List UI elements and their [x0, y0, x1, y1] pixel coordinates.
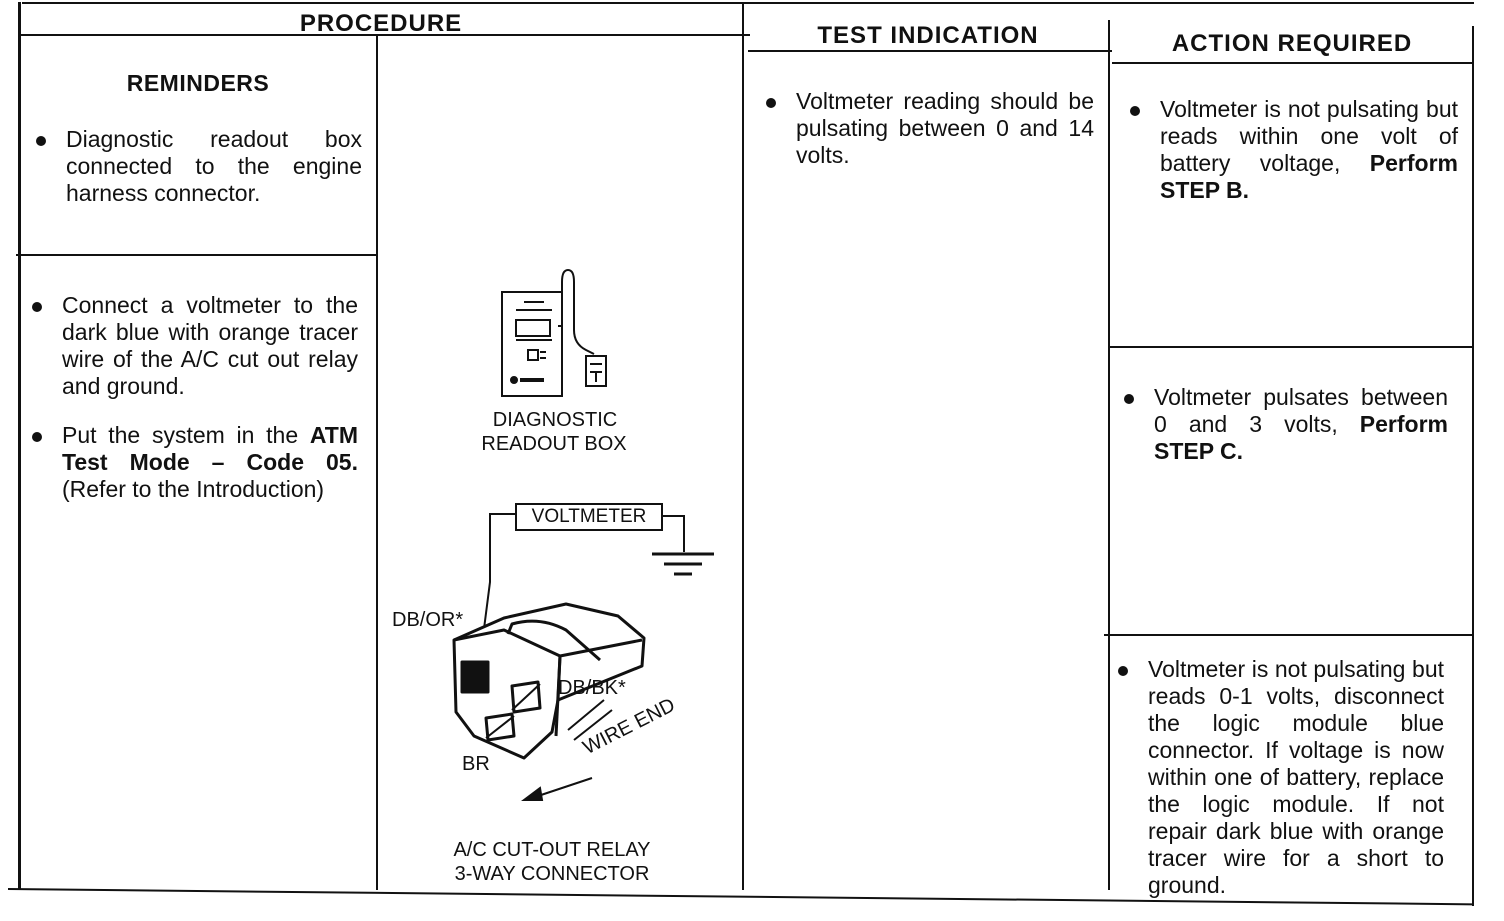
- procedure-step-text: Put the system in the: [62, 422, 310, 448]
- procedure-step: Put the system in the ATM Test Mode – Co…: [22, 422, 358, 503]
- pin-label-db-or: DB/OR*: [392, 609, 464, 631]
- action-text: Voltmeter is not pulsating but reads wit…: [1160, 96, 1458, 176]
- connector-label-line-2: 3-WAY CONNECTOR: [454, 863, 650, 885]
- action-divider-2: [1104, 634, 1472, 636]
- connector-label-line-1: A/C CUT-OUT RELAY: [453, 839, 651, 861]
- header-underline-procedure: [20, 34, 750, 36]
- test-indication-list: Voltmeter reading should be pulsating be…: [756, 88, 1094, 191]
- action-text: Voltmeter pulsates between 0 and 3 volts…: [1154, 384, 1448, 437]
- readout-box-label-line-1: DIAGNOSTIC: [492, 409, 618, 431]
- wire-end-arrow: [521, 777, 593, 801]
- voltmeter-label: VOLTMETER: [531, 506, 647, 527]
- column-divider-reminders: [376, 34, 378, 890]
- table-top-border: [22, 2, 1474, 4]
- header-procedure: PROCEDURE: [299, 10, 463, 37]
- action-text: Voltmeter is not pulsating but reads 0-1…: [1148, 656, 1444, 898]
- action-divider-1: [1108, 346, 1472, 348]
- action-block-3: Voltmeter is not pulsating but reads 0-1…: [1108, 656, 1444, 921]
- header-test-indication: TEST INDICATION: [817, 22, 1039, 49]
- table-left-border: [18, 2, 21, 890]
- action-item: Voltmeter is not pulsating but reads 0-1…: [1108, 656, 1444, 899]
- relay-connector-illustration: [452, 602, 646, 760]
- procedure-step-text: (Refer to the Introduction): [62, 476, 325, 502]
- reminders-list: Diagnostic readout box connected to the …: [26, 126, 362, 229]
- procedure-steps: Connect a voltmeter to the dark blue wit…: [22, 292, 358, 525]
- procedure-step-bold: ATM Test Mode – Code 05.: [62, 422, 358, 475]
- action-block-2: Voltmeter pulsates between 0 and 3 volts…: [1114, 384, 1448, 487]
- test-indication-item: Voltmeter reading should be pulsating be…: [756, 88, 1094, 169]
- readout-box-label-line-2: READOUT BOX: [481, 433, 627, 455]
- reminders-title: REMINDERS: [126, 70, 270, 96]
- pin-label-db-bk: DB/BK*: [558, 677, 626, 699]
- diagnostic-readout-box-illustration: [501, 268, 607, 397]
- voltmeter-leads: [479, 503, 714, 661]
- pin-label-br: BR: [462, 753, 490, 775]
- header-action-required: ACTION REQUIRED: [1171, 30, 1413, 57]
- table-right-border: [1472, 26, 1474, 906]
- procedure-step: Connect a voltmeter to the dark blue wit…: [22, 292, 358, 400]
- header-underline-test: [748, 50, 1112, 52]
- column-divider-procedure: [742, 4, 744, 890]
- action-step-link: Perform STEP B.: [1160, 150, 1458, 203]
- header-underline-action: [1112, 62, 1474, 64]
- reminders-divider: [16, 254, 378, 256]
- action-item: Voltmeter is not pulsating but reads wit…: [1120, 96, 1458, 204]
- reminder-item: Diagnostic readout box connected to the …: [26, 126, 362, 207]
- action-step-link: Perform STEP C.: [1154, 411, 1448, 464]
- action-item: Voltmeter pulsates between 0 and 3 volts…: [1114, 384, 1448, 465]
- column-divider-test: [1108, 20, 1110, 890]
- action-block-1: Voltmeter is not pulsating but reads wit…: [1120, 96, 1458, 226]
